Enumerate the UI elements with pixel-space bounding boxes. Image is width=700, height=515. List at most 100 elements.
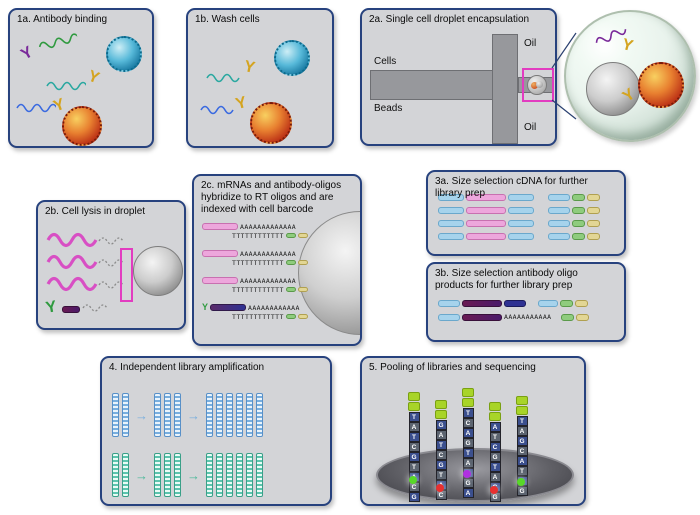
sequence-strand: GATCGTAC — [435, 400, 447, 500]
oil-channel-vertical — [492, 34, 518, 144]
dna-segment — [466, 207, 506, 214]
dna-segment — [462, 300, 502, 307]
oligo-wavy-line — [16, 103, 56, 113]
fluorophore-dot — [517, 478, 525, 486]
panel-5-pooling-sequencing: 5. Pooling of libraries and sequencing T… — [360, 356, 586, 506]
captured-molecule-line: AAAAAAAAAAAAA — [202, 222, 326, 231]
dna-segment — [548, 233, 570, 240]
panel-title: 1b. Wash cells — [195, 14, 260, 25]
dna-segment — [587, 233, 600, 240]
base-letter: T — [462, 448, 474, 458]
polymerase-cap — [516, 406, 528, 415]
antibody-icon: Y — [44, 298, 58, 317]
dna-ladder-bar — [226, 393, 233, 437]
gap — [536, 236, 546, 237]
dna-segment — [572, 220, 585, 227]
polymerase-cap — [408, 402, 420, 411]
dna-segment — [462, 313, 502, 321]
forming-droplet — [527, 75, 547, 95]
antibody-icon: Y — [242, 58, 257, 77]
panel-title: 2b. Cell lysis in droplet — [45, 206, 146, 217]
oligo-wavy-line — [38, 33, 79, 49]
base-letter: G — [462, 438, 474, 448]
dna-segment — [508, 207, 534, 214]
library-bar-group — [206, 453, 263, 497]
dna-ladder-bar — [164, 453, 171, 497]
cells-label: Cells — [374, 56, 397, 67]
antibody-library-amplification-row: →→ — [112, 450, 324, 500]
oil-label-top: Oil — [524, 38, 537, 49]
dna-ladder-bar — [246, 393, 253, 437]
polya-sequence: AAAAAAAAAAAA — [248, 303, 300, 312]
panel-title: 5. Pooling of libraries and sequencing — [369, 362, 536, 373]
dna-ladder-bar — [216, 393, 223, 437]
dna-construct-row: AAAAAAAAAAA — [438, 313, 616, 321]
bead-icon — [133, 246, 183, 296]
base-letter: C — [516, 446, 528, 456]
panel-title: 2a. Single cell droplet encapsulation — [369, 14, 530, 25]
sequencing-strands: TATCGTACGGATCGTACTCAGTACGAATCGTACGTAGCAT… — [362, 358, 584, 504]
dna-ladder-bar — [112, 453, 119, 497]
base-letter: A — [462, 458, 474, 468]
oligo-wavy-line — [46, 81, 86, 91]
polyt-sequence: TTTTTTTTTTTT — [232, 231, 284, 240]
base-letter: T — [489, 432, 501, 442]
gap — [536, 210, 546, 211]
barcode-segment — [285, 314, 296, 319]
dna-segment — [587, 220, 600, 227]
base-letter: A — [489, 422, 501, 432]
inlet-channel — [370, 70, 496, 100]
base-letter: T — [408, 462, 420, 472]
panel-1a-antibody-binding: 1a. Antibody binding Y Y Y — [8, 8, 154, 148]
mrna-bar — [202, 223, 238, 230]
base-letter: A — [435, 430, 447, 440]
barcode-segment — [285, 287, 296, 292]
dna-segment — [538, 300, 558, 307]
dna-segment — [548, 194, 570, 201]
oligo-wavy-line — [206, 73, 240, 83]
oligo-wavy-line — [200, 105, 234, 115]
fluorophore-dot — [463, 470, 471, 478]
fluorophore-dot — [490, 486, 498, 494]
primer-segment — [297, 314, 308, 319]
dna-ladder-bar — [112, 393, 119, 437]
antibody-oligo-bar — [62, 306, 80, 313]
panel-3b-size-selection-antibody-oligo: 3b. Size selection antibody oligo produc… — [426, 262, 626, 342]
base-letter: C — [408, 442, 420, 452]
beads-label: Beads — [374, 103, 403, 114]
polymerase-cap — [489, 412, 501, 421]
polymerase-cap — [435, 410, 447, 419]
dna-ladder-bar — [164, 393, 171, 437]
dna-segment — [438, 300, 460, 307]
mrna-bar — [202, 250, 238, 257]
dna-ladder-bar — [246, 453, 253, 497]
polya-tail-icon — [82, 304, 108, 312]
rt-oligo-line: TTTTTTTTTTTT — [232, 312, 326, 321]
primer-segment — [297, 233, 308, 238]
mrna-icon — [46, 276, 98, 292]
cell-icon — [62, 106, 102, 146]
base-letter: G — [408, 452, 420, 462]
base-letter: G — [435, 420, 447, 430]
base-letter: T — [408, 432, 420, 442]
base-letter: C — [435, 450, 447, 460]
antibody-icon: Y — [202, 302, 209, 312]
dna-segment — [575, 300, 588, 307]
dna-ladder-bar — [122, 453, 129, 497]
library-bar-group — [154, 393, 181, 437]
base-letter: T — [516, 416, 528, 426]
polyt-sequence: TTTTTTTTTTTT — [232, 312, 284, 321]
droplet-zoom-view: Y Y — [564, 10, 696, 142]
dna-segment — [587, 207, 600, 214]
dna-segment — [548, 207, 570, 214]
droplet-highlight-box — [522, 68, 554, 102]
dna-ladder-bar — [122, 393, 129, 437]
dna-construct-row — [438, 220, 616, 227]
antibody-oligo-bar — [210, 304, 247, 311]
captured-molecule-line: Y AAAAAAAAAAAA — [202, 303, 326, 312]
dna-segment — [576, 313, 590, 321]
antibody-icon: Y — [18, 43, 36, 64]
